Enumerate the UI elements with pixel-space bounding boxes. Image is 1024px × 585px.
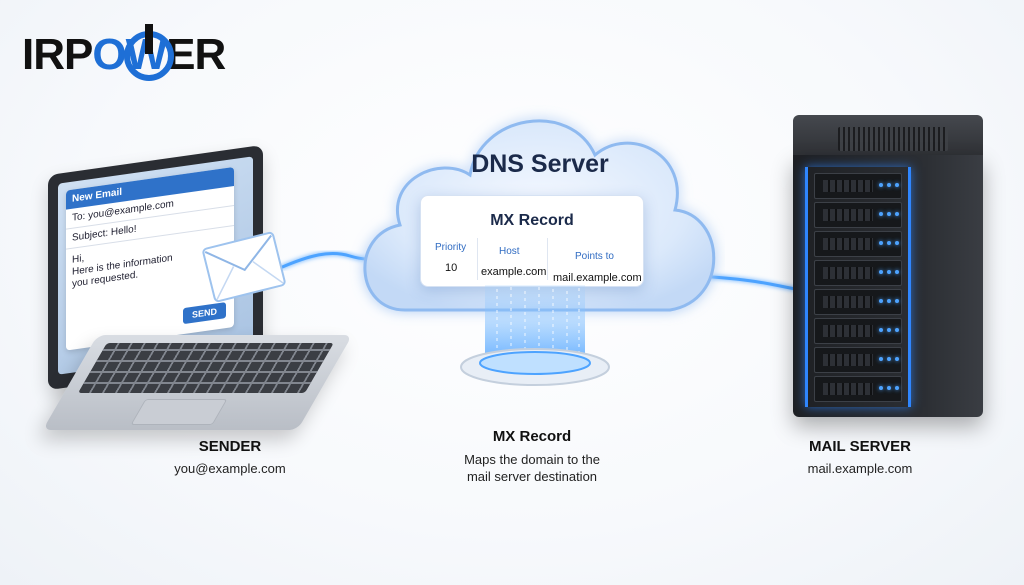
mx-record-card: MX Record Priority Host Points to 10 exa… — [420, 195, 644, 287]
power-icon — [124, 24, 174, 81]
col-points-to: Points to — [575, 251, 614, 262]
laptop-keyboard — [42, 335, 353, 430]
server-unit — [814, 318, 902, 344]
server-unit — [814, 347, 902, 373]
val-points-to: mail.example.com — [553, 272, 642, 284]
server-unit — [814, 289, 902, 315]
mail-server-rack — [785, 115, 995, 425]
mail-server-host: mail.example.com — [807, 461, 913, 476]
server-unit — [814, 260, 902, 286]
val-host: example.com — [481, 266, 547, 278]
col-priority: Priority — [435, 242, 467, 253]
send-button[interactable]: SEND — [182, 302, 226, 325]
server-unit — [814, 173, 902, 199]
data-beam — [460, 285, 610, 386]
trackpad — [130, 399, 228, 425]
server-unit — [814, 202, 902, 228]
sender-laptop: New Email To: you@example.com Subject: H… — [40, 144, 353, 435]
sender-label: SENDER — [198, 438, 262, 455]
mx-record-label: MX Record — [492, 428, 572, 445]
dns-server-title: DNS Server — [471, 150, 609, 178]
server-unit — [814, 376, 902, 402]
sender-email: you@example.com — [174, 461, 286, 476]
brand-logo: IRPOWER — [22, 18, 282, 84]
mail-server-label: MAIL SERVER — [809, 438, 911, 455]
mx-record-desc: Maps the domain to the mail server desti… — [464, 452, 600, 484]
col-host: Host — [499, 246, 520, 257]
envelope-icon — [202, 231, 286, 303]
val-priority: 10 — [445, 262, 458, 274]
mx-card-title: MX Record — [490, 212, 574, 229]
server-unit — [814, 231, 902, 257]
